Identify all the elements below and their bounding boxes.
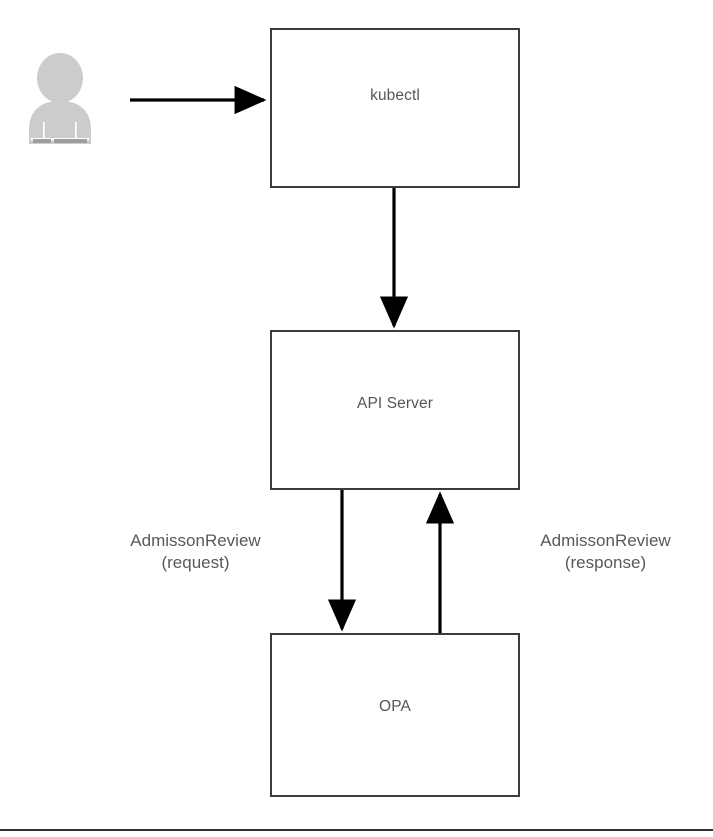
node-opa-label: OPA <box>379 697 411 715</box>
node-opa[interactable]: OPA <box>270 633 520 797</box>
actor-user <box>18 52 102 144</box>
node-kubectl[interactable]: kubectl <box>270 28 520 188</box>
node-api-server[interactable]: API Server <box>270 330 520 490</box>
node-api-server-label: API Server <box>357 394 433 412</box>
edge-label-request-line1: AdmissonReview <box>130 531 261 550</box>
bottom-divider <box>0 829 713 831</box>
user-person-icon <box>29 53 91 144</box>
node-kubectl-label: kubectl <box>370 86 420 104</box>
edge-label-response-line1: AdmissonReview <box>540 531 671 550</box>
edge-label-admission-review-request: AdmissonReview (request) <box>88 530 303 575</box>
edge-label-response-line2: (response) <box>564 553 647 573</box>
edge-label-admission-review-response: AdmissonReview (response) <box>498 530 713 575</box>
edge-label-request-line2: (request) <box>161 553 230 573</box>
